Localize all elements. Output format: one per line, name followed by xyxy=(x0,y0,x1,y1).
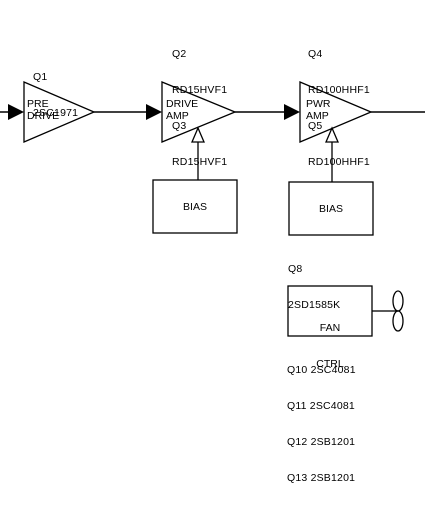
pwr-amp-triangle xyxy=(299,81,373,143)
fan-ctrl-transistors: Q10 2SC4081 Q11 2SC4081 Q12 2SB1201 Q13 … xyxy=(287,364,356,484)
bias-drive-arrowhead xyxy=(191,126,205,143)
bias-pwr-arrowhead xyxy=(325,126,339,143)
input-arrow xyxy=(8,104,24,120)
pwr-input-arrow xyxy=(284,104,300,120)
pwr-amp-transistors: Q4 RD100HHF1 Q5 RD100HHF1 xyxy=(308,48,370,168)
fan-icon xyxy=(388,290,404,332)
drive-input-arrow xyxy=(146,104,162,120)
bias-pwr-transistors: Q8 2SD1585K xyxy=(288,263,341,311)
pre-drive-triangle xyxy=(23,81,96,143)
diagram-wires xyxy=(0,81,425,337)
bias-drive-label: BIAS xyxy=(183,201,207,213)
fan-ctrl-label: FAN CTRL xyxy=(316,322,344,370)
bias-pwr-box xyxy=(288,181,374,236)
drive-amp-triangle xyxy=(161,81,237,143)
bias-pwr-label: BIAS xyxy=(319,203,343,215)
pre-drive-transistors: Q1 2SC1971 xyxy=(33,71,79,119)
drive-amp-transistors: Q2 RD15HVF1 Q3 RD15HVF1 xyxy=(172,48,228,168)
bias-drive-box xyxy=(152,179,238,234)
